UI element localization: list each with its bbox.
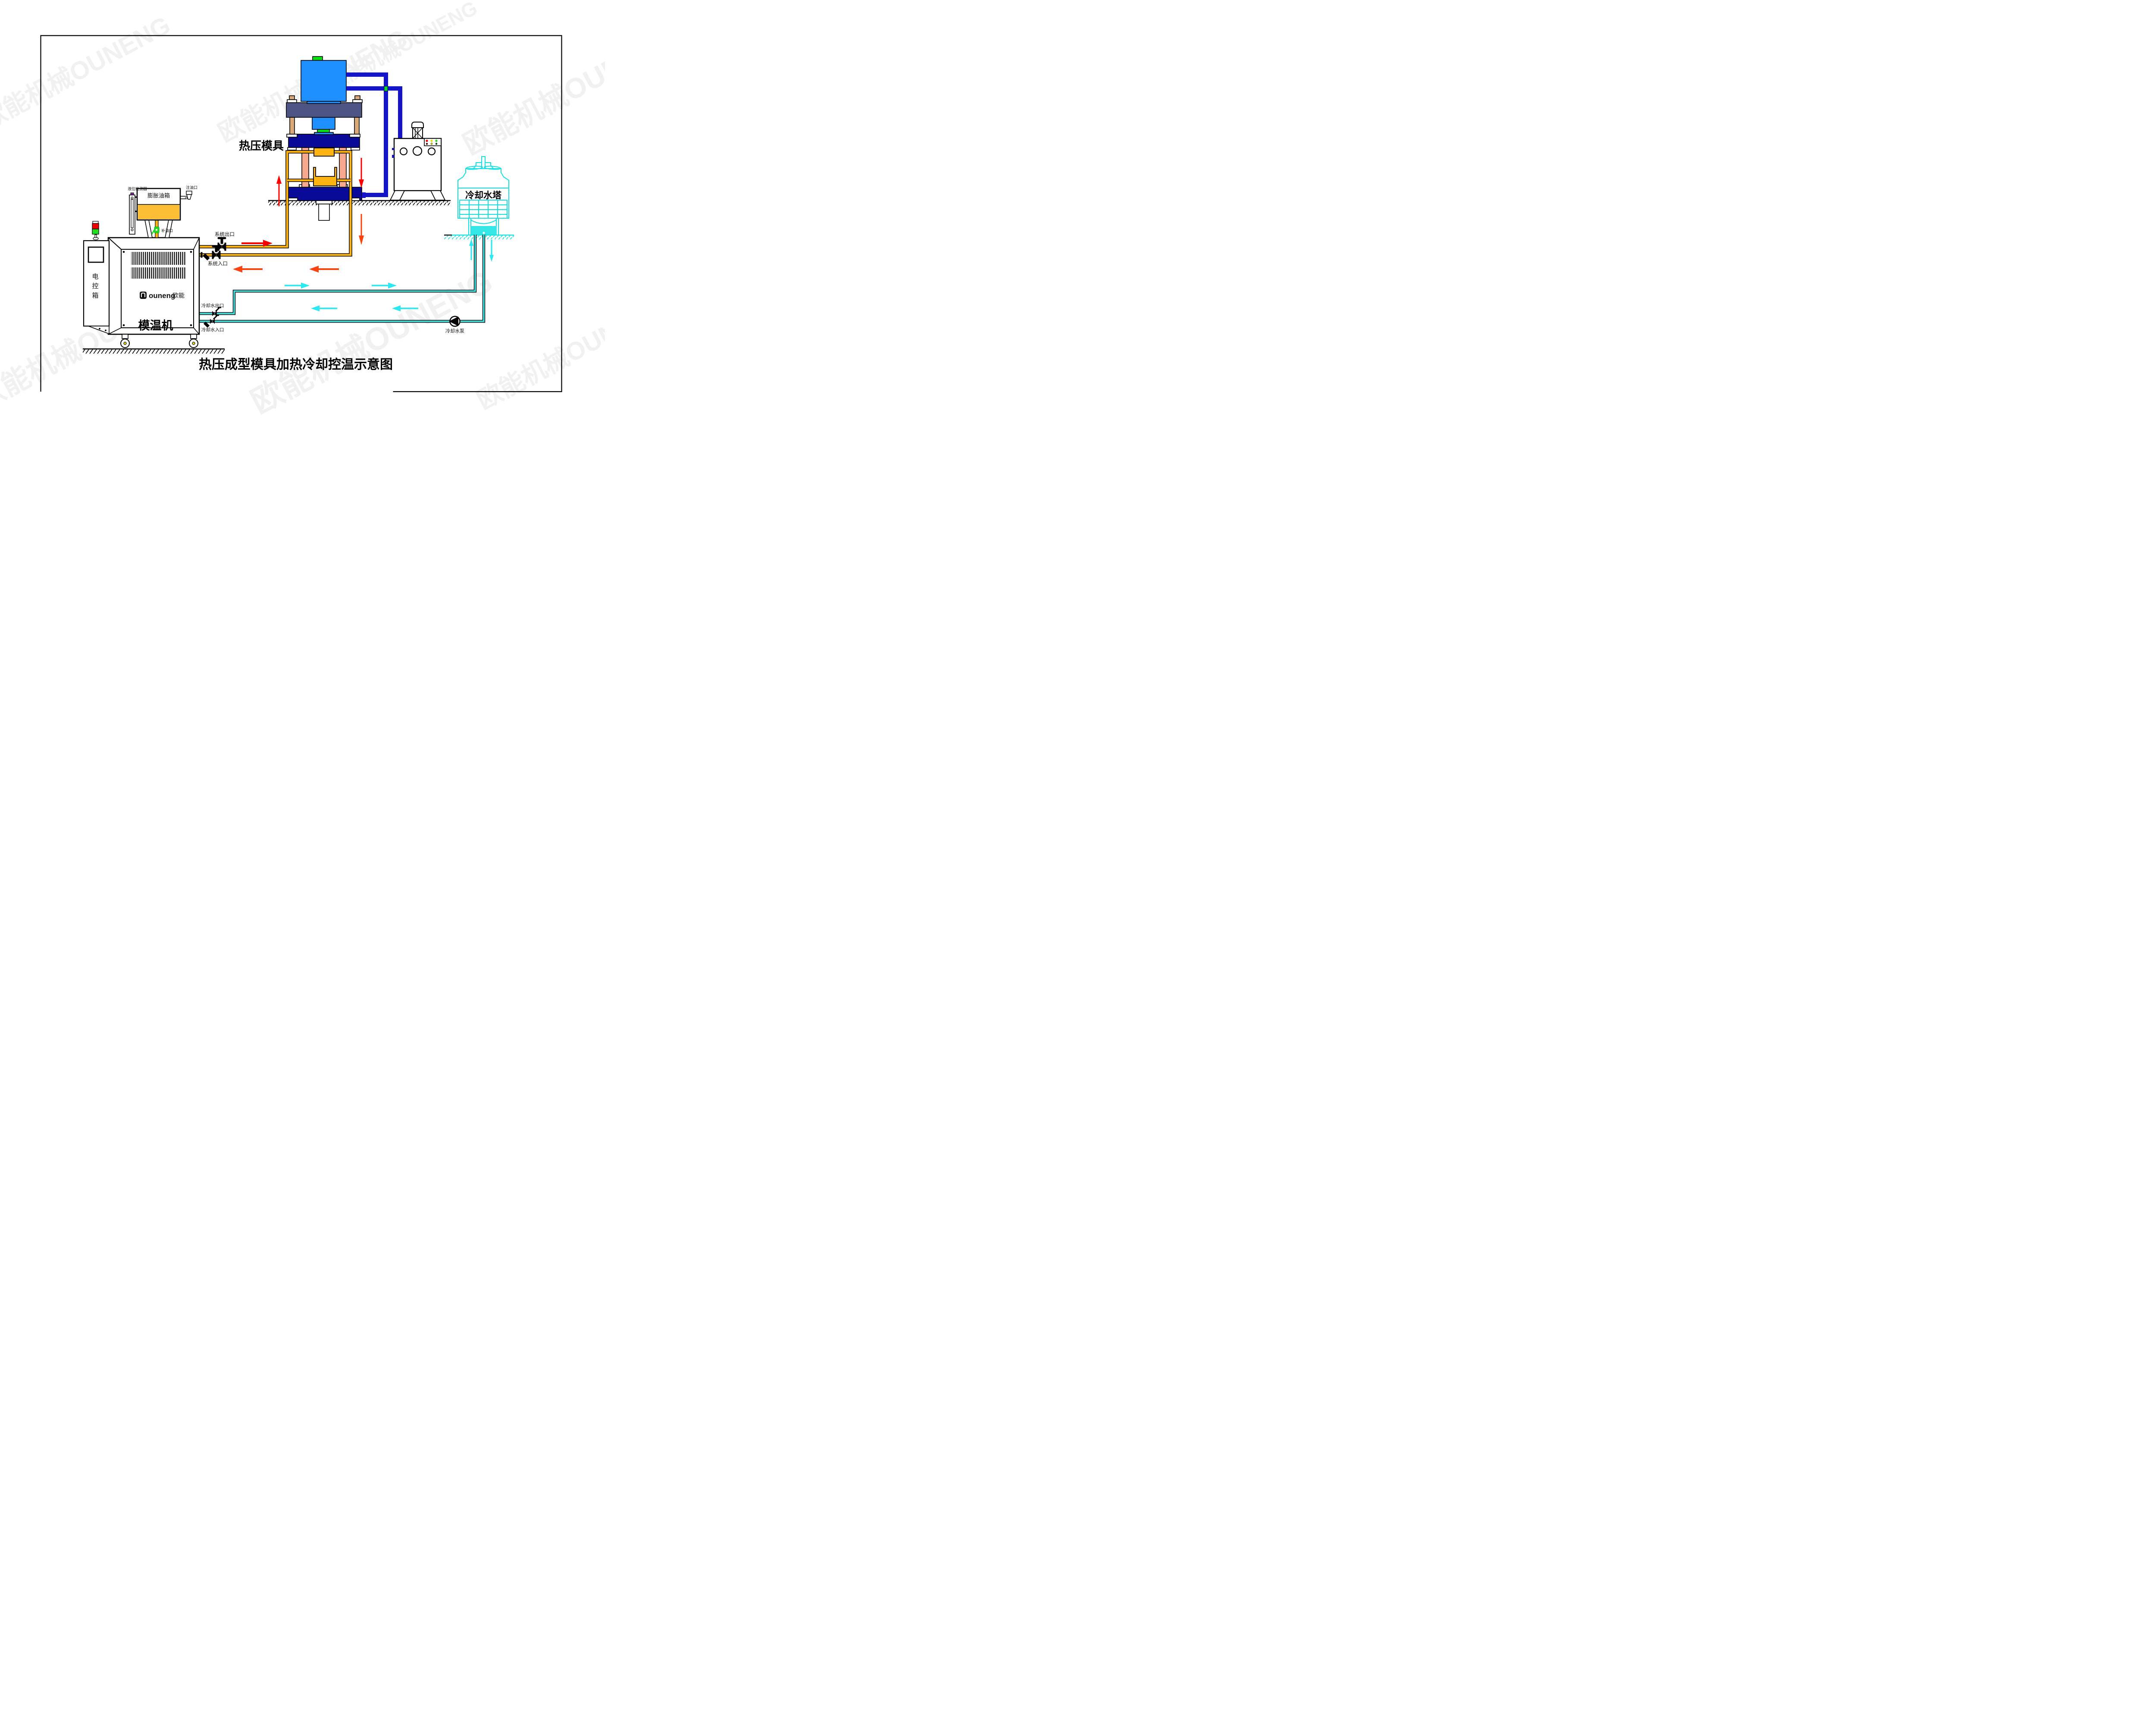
oil-refill-label: 补油口 — [161, 228, 173, 233]
press-ram — [312, 117, 335, 130]
hydraulic-green-fitting — [384, 86, 388, 91]
tower-fan-blade — [484, 166, 501, 170]
cooling-tower-basin — [471, 226, 497, 235]
control-box-window — [88, 246, 104, 263]
system-outlet-valve — [217, 237, 226, 251]
flow-arrow-left — [233, 266, 242, 273]
cooling-inlet-strainer — [203, 321, 210, 328]
mold-temp-machine — [107, 237, 200, 348]
expansion-tank-label: 膨胀油箱 — [147, 192, 170, 199]
hydraulic-power-unit — [389, 122, 446, 201]
mold-lower-block — [313, 167, 337, 186]
mold-upper-block — [313, 148, 335, 157]
cooling-inlet-valve — [203, 314, 219, 328]
flow-arrow-down — [489, 255, 494, 262]
ground-tower — [444, 234, 514, 239]
flow-arrow-right — [388, 283, 397, 289]
press-tie-rod — [354, 117, 360, 135]
svg-text:电: 电 — [92, 273, 98, 280]
press-cylinder-cap — [312, 56, 323, 61]
motor-cap — [411, 122, 424, 128]
system-inlet-strainer — [203, 253, 210, 261]
oil-fill-label: 注油口 — [186, 185, 197, 190]
hydraulic-press — [286, 56, 363, 221]
hydraulic-pipe-b — [346, 86, 402, 138]
hot-flow-arrows — [233, 158, 364, 273]
caster-wheel — [120, 334, 130, 348]
pump-label: 冷却水泵 — [445, 328, 464, 334]
diagram-page: 欧能机械OUNENG 欧能机械OUNENG 欧能机械OUNENG 欧能机械OUN… — [0, 0, 605, 428]
watermark: 欧能机械OUNENG — [245, 263, 498, 420]
cooling-inlet-label: 冷却水入口 — [201, 327, 224, 333]
press-label: 热压模具 — [239, 139, 284, 152]
flow-arrow-down — [359, 235, 364, 245]
watermark: 欧能机械OUNENG — [323, 0, 481, 94]
schematic-svg: 欧能机械OUNENG 欧能机械OUNENG 欧能机械OUNENG 欧能机械OUN… — [0, 0, 605, 420]
svg-text:控: 控 — [92, 283, 98, 290]
watermark: 欧能机械OUNENG — [0, 11, 175, 135]
ground-press — [268, 200, 451, 205]
flow-arrow-down — [359, 179, 364, 188]
flow-arrow-right — [301, 283, 310, 289]
level-detector-label: 液位检测器 — [128, 186, 147, 191]
flow-arrow-left — [311, 305, 320, 311]
gauge — [427, 147, 436, 156]
cool-flow-arrows — [285, 239, 494, 311]
brand-latin: ouneng — [149, 292, 175, 300]
flow-arrow-up — [276, 175, 282, 184]
expansion-tank-oil — [138, 204, 179, 219]
electric-box-label: 电 控 箱 — [92, 273, 98, 299]
watermark: 欧能机械OUNENG — [473, 292, 605, 415]
electric-control-box — [83, 240, 110, 335]
cooling-circuit — [199, 234, 486, 323]
expansion-tank — [129, 188, 192, 238]
lamp-red — [92, 223, 99, 229]
cooling-tower — [458, 156, 509, 235]
flow-arrow-left — [392, 305, 401, 311]
flow-arrow-up — [469, 239, 473, 246]
system-inlet-valve — [201, 245, 221, 261]
cooling-pump-icon — [449, 316, 461, 327]
flow-arrow-left — [309, 266, 319, 273]
machine-label: 模温机 — [138, 319, 173, 332]
caster-wheel — [189, 334, 198, 348]
gauge — [399, 147, 408, 156]
diagram-title: 热压成型模具加热冷却控温示意图 — [199, 357, 393, 372]
press-pit-cylinder — [316, 200, 332, 204]
watermark: 欧能机械OUNENG — [458, 20, 605, 160]
brand-cn: 欧能 — [172, 292, 185, 299]
press-main-cylinder — [301, 60, 347, 102]
press-crossbeam — [286, 102, 362, 118]
cooling-outlet-label: 冷却水出口 — [201, 303, 224, 308]
flow-arrow-right — [263, 240, 273, 247]
hydraulic-platen-nub — [362, 192, 366, 198]
tower-label: 冷却水塔 — [465, 190, 502, 201]
ground-machine — [83, 348, 225, 354]
oil-refill-valve — [151, 226, 160, 235]
press-ram-green-ring — [317, 129, 330, 133]
press-molds — [313, 148, 337, 186]
lamp-green — [92, 229, 99, 235]
vent-grille — [131, 267, 186, 279]
svg-text:箱: 箱 — [92, 292, 98, 299]
hydraulic-pipe-a — [346, 72, 388, 197]
control-box-bracket — [88, 326, 110, 335]
tower-fan-blade — [466, 166, 483, 170]
level-detector-cap — [130, 192, 134, 195]
page-border — [40, 35, 562, 392]
signal-tower-lamp — [92, 221, 99, 240]
upper-platen — [288, 134, 360, 148]
brand-logo: ouneng 欧能 — [140, 292, 185, 300]
system-outlet-label: 系统出口 — [215, 231, 235, 237]
oil-fill-funnel — [180, 191, 192, 200]
level-detector-gauge — [129, 192, 137, 235]
hydraulic-pipes — [346, 72, 402, 197]
system-inlet-label: 系统入口 — [208, 261, 228, 267]
press-tie-rod — [289, 117, 295, 135]
vent-grille — [131, 252, 186, 265]
gauge — [412, 146, 423, 156]
